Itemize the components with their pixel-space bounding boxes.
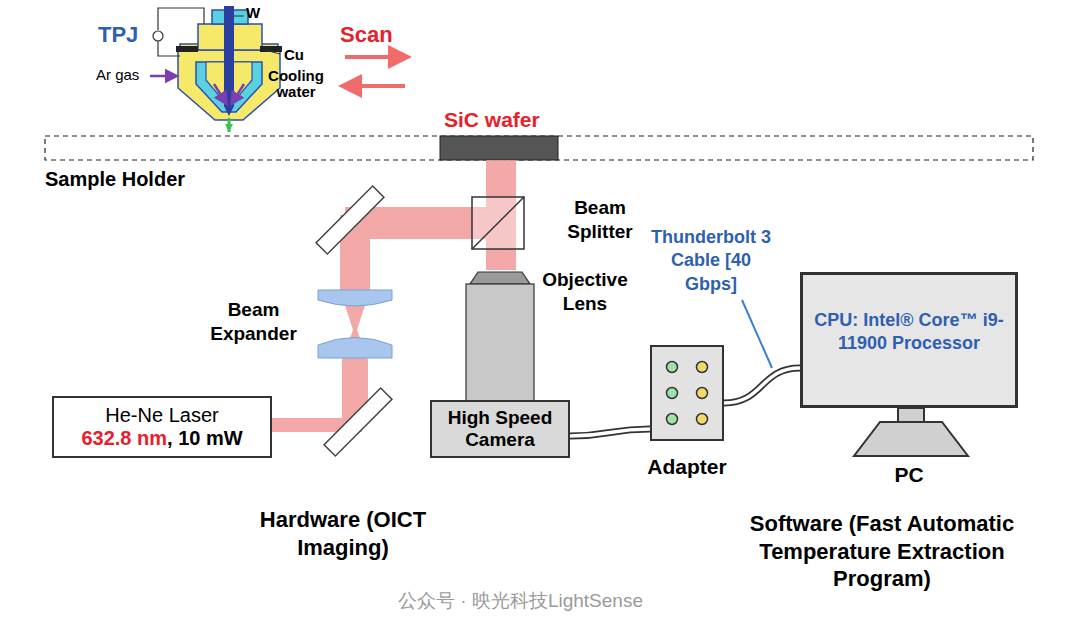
part-name: Ar gas [96, 66, 156, 83]
cable [570, 429, 650, 436]
beam-splitter [472, 197, 524, 249]
cable [724, 368, 800, 403]
objective-lens [470, 272, 530, 284]
monitor-stand [898, 408, 924, 422]
system-name: TPJ [98, 22, 148, 48]
watermark: 公众号 · 映光科技LightSense [398, 588, 698, 614]
part-name: Sample Holder [45, 168, 245, 191]
section-title: Hardware (OICT Imaging) [228, 506, 458, 561]
wavelength: 632.8 nm [81, 427, 167, 449]
adapter-label: Adapter [647, 455, 726, 479]
device-name: He-Ne Laser [105, 404, 218, 427]
section-title: Software (Fast Automatic Temperature Ext… [712, 510, 1052, 593]
device-name: High Speed Camera [440, 407, 560, 451]
leader-line [742, 300, 772, 368]
part-name: Beam Expander [196, 298, 311, 346]
sic-wafer [440, 136, 558, 160]
cable-label: Thunderbolt 3 Cable [40 Gbps] [646, 226, 776, 296]
adapter-box: Adapter [650, 345, 724, 441]
plasma-torch [150, 6, 282, 132]
motion-label: Scan [340, 22, 410, 48]
sample-holder [45, 136, 1033, 160]
pc-monitor: CPU: Intel® Core™ i9-11900 ProcessorPC [800, 272, 1018, 408]
part-name: Objective Lens [540, 268, 630, 316]
mirror [316, 186, 384, 254]
camera-box: High Speed Camera [430, 400, 570, 458]
pc-label: PC [894, 463, 923, 487]
sample-label: SiC wafer [444, 108, 574, 132]
mirror [324, 388, 392, 456]
laser-box: He-Ne Laser632.8 nm, 10 mW [52, 396, 272, 458]
lens [318, 338, 392, 359]
cpu-spec: CPU: Intel® Core™ i9-11900 Processor [809, 309, 1009, 356]
port-dots [652, 347, 722, 437]
part-name: Cu [284, 46, 314, 63]
lens [318, 290, 392, 306]
power: , 10 mW [167, 427, 243, 449]
part-name: Beam Splitter [560, 196, 640, 244]
part-name: Cooling water [264, 68, 328, 100]
part-name: W [246, 4, 270, 21]
